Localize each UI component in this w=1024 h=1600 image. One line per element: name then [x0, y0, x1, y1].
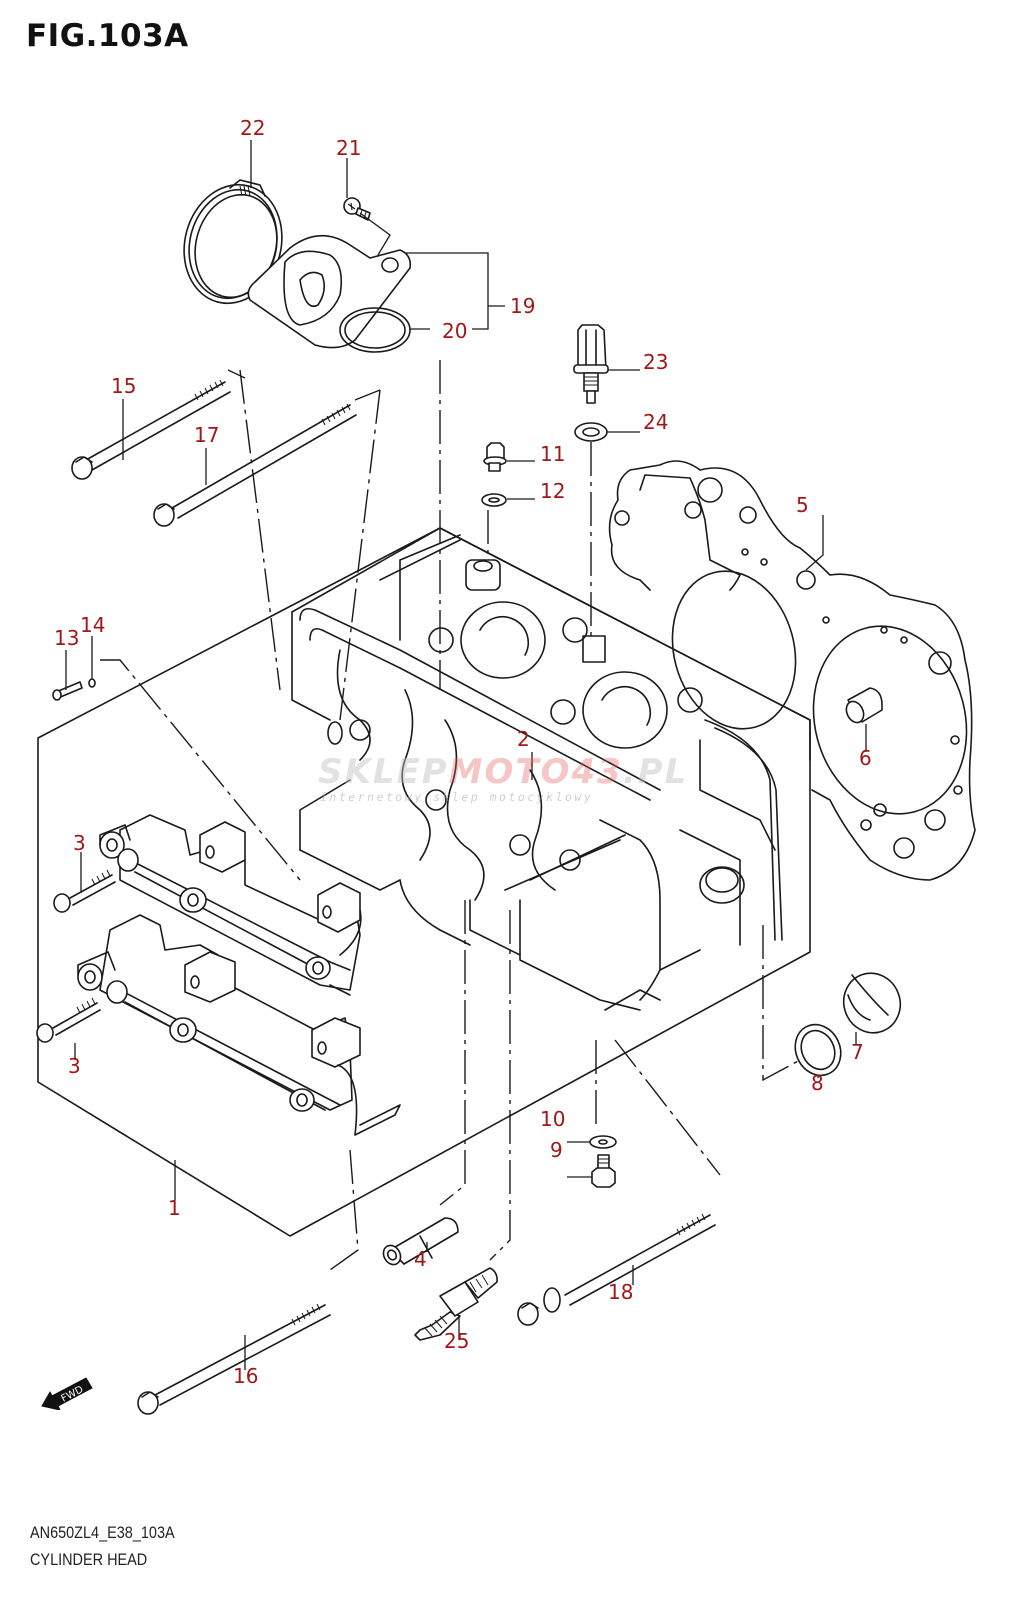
- plug-washer: [481, 493, 507, 507]
- callout-20: 20: [442, 319, 468, 343]
- reference-lines: [100, 212, 801, 1271]
- figure-code: AN650ZL4_E38_103A: [30, 1523, 175, 1542]
- callout-15: 15: [111, 374, 137, 398]
- o-ring-14: [88, 678, 96, 688]
- cam-cap-bolt-upper: [53, 869, 116, 913]
- sensor-gasket: [574, 422, 608, 442]
- head-bolt-17: [153, 403, 357, 527]
- fwd-direction-marker: FWD: [41, 1377, 93, 1410]
- watermark-subtitle: internetowy sklep motocyklowy: [320, 790, 594, 804]
- small-bolt-13: [52, 681, 83, 701]
- thermostat-o-ring: [339, 307, 411, 353]
- callout-25: 25: [444, 1329, 470, 1353]
- callout-3-upper: 3: [73, 831, 86, 855]
- bolt-9: [591, 1154, 616, 1188]
- callout-16: 16: [233, 1364, 259, 1388]
- callout-8: 8: [811, 1071, 824, 1095]
- cylinder-head-gasket: [608, 460, 976, 881]
- callout-23: 23: [643, 350, 669, 374]
- figure-name: CYLINDER HEAD: [30, 1550, 148, 1569]
- callout-24: 24: [643, 410, 669, 434]
- callout-22: 22: [240, 116, 266, 140]
- thermostat-cover: [247, 234, 412, 349]
- dowel-pin: [845, 687, 883, 724]
- camshaft-cap-upper: [99, 814, 362, 996]
- fwd-label: FWD: [60, 1384, 86, 1405]
- camshaft-cap-lower: [77, 914, 401, 1136]
- callout-4: 4: [414, 1247, 427, 1271]
- callout-1: 1: [168, 1196, 181, 1220]
- callout-11: 11: [540, 442, 566, 466]
- watermark-logo: SKLEPMOTO43.PL: [318, 752, 688, 792]
- water-temp-sensor: [573, 324, 609, 404]
- callout-21: 21: [336, 136, 362, 160]
- callout-10: 10: [540, 1107, 566, 1131]
- callout-9: 9: [550, 1138, 563, 1162]
- head-bolt-15: [71, 379, 231, 480]
- watermark-suffix: .PL: [622, 752, 689, 792]
- callout-2: 2: [517, 727, 530, 751]
- filler-cap-o-ring: [794, 1023, 842, 1077]
- callout-13: 13: [54, 626, 80, 650]
- callout-19: 19: [510, 294, 536, 318]
- callout-3-lower: 3: [68, 1054, 81, 1078]
- callout-18: 18: [608, 1280, 634, 1304]
- figure-title: FIG.103A: [26, 18, 189, 54]
- watermark-gray-part: SKLEP: [318, 752, 449, 792]
- arrow-left-down-icon: [41, 1377, 93, 1410]
- washer-10: [589, 1135, 617, 1149]
- water-hose-clamp: [183, 179, 283, 305]
- watermark-red-part: MOTO43: [448, 752, 623, 792]
- callout-14: 14: [80, 613, 106, 637]
- callout-12: 12: [540, 479, 566, 503]
- oil-filler-cap: [842, 972, 902, 1034]
- cam-cap-bolt-lower: [36, 997, 101, 1043]
- head-bolt-16: [137, 1303, 331, 1415]
- cylinder-head-body: [291, 527, 811, 1011]
- spark-plug: [414, 1267, 498, 1341]
- plug-bolt: [483, 442, 507, 472]
- leader-lines: [65, 140, 867, 1370]
- callout-17: 17: [194, 423, 220, 447]
- spark-plug-tube: [382, 1217, 459, 1266]
- callout-7: 7: [851, 1040, 864, 1064]
- head-bolt-18: [517, 1213, 716, 1326]
- callout-5: 5: [796, 493, 809, 517]
- callout-6: 6: [859, 746, 872, 770]
